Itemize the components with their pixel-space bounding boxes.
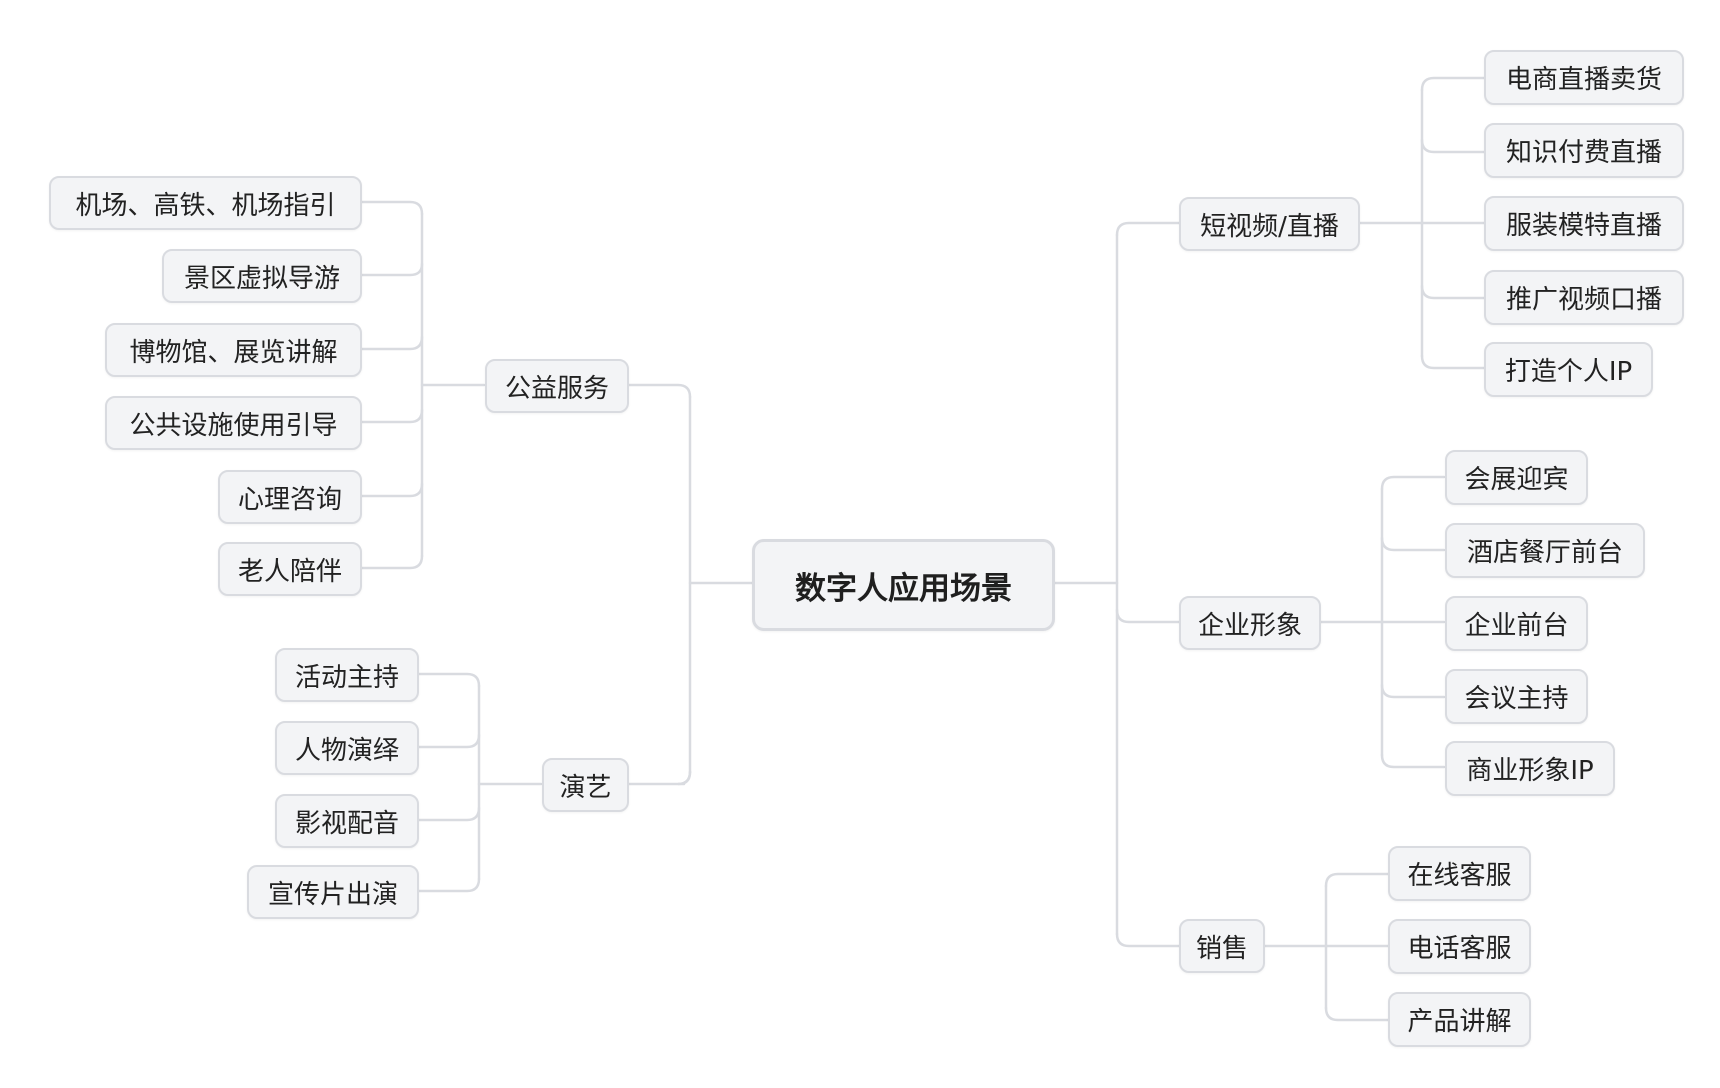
leaf-character-performance[interactable]: 人物演绎 — [275, 721, 419, 775]
leaf-promo-video[interactable]: 宣传片出演 — [247, 865, 419, 919]
leaf-psychological-counseling[interactable]: 心理咨询 — [218, 470, 362, 524]
root-node[interactable]: 数字人应用场景 — [752, 539, 1055, 631]
branch-sales[interactable]: 销售 — [1179, 919, 1265, 973]
leaf-ecommerce-live[interactable]: 电商直播卖货 — [1484, 50, 1684, 105]
leaf-scenic-virtual-guide[interactable]: 景区虚拟导游 — [162, 249, 362, 303]
leaf-online-support[interactable]: 在线客服 — [1388, 846, 1531, 901]
connector-to-enterprise — [1115, 608, 1181, 624]
leaf-museum-exhibition[interactable]: 博物馆、展览讲解 — [105, 323, 362, 377]
leaf-film-dubbing[interactable]: 影视配音 — [275, 794, 419, 848]
leaf-business-ip[interactable]: 商业形象IP — [1445, 741, 1615, 796]
leaf-product-explanation[interactable]: 产品讲解 — [1388, 992, 1531, 1047]
leaf-promo-voiceover[interactable]: 推广视频口播 — [1484, 270, 1684, 325]
connector-to-short-video — [1115, 221, 1181, 237]
branch-performance[interactable]: 演艺 — [542, 758, 629, 812]
leaf-airport-railway-guidance[interactable]: 机场、高铁、机场指引 — [49, 176, 362, 230]
leaf-elderly-companion[interactable]: 老人陪伴 — [218, 542, 362, 596]
connector-to-public-service — [626, 383, 692, 399]
leaf-fashion-model-live[interactable]: 服装模特直播 — [1484, 196, 1684, 251]
branch-public-service[interactable]: 公益服务 — [485, 359, 629, 413]
connector-to-sales — [1115, 932, 1181, 948]
leaf-phone-support[interactable]: 电话客服 — [1388, 919, 1531, 974]
leaf-meeting-host[interactable]: 会议主持 — [1445, 669, 1588, 724]
leaf-enterprise-front-desk[interactable]: 企业前台 — [1445, 596, 1588, 651]
leaf-expo-reception[interactable]: 会展迎宾 — [1445, 450, 1588, 505]
leaf-event-host[interactable]: 活动主持 — [275, 648, 419, 702]
leaf-hotel-restaurant-desk[interactable]: 酒店餐厅前台 — [1445, 523, 1645, 578]
leaf-personal-ip[interactable]: 打造个人IP — [1484, 342, 1653, 397]
branch-short-video-live[interactable]: 短视频/直播 — [1179, 197, 1360, 251]
leaf-paid-knowledge-live[interactable]: 知识付费直播 — [1484, 123, 1684, 178]
branch-enterprise-image[interactable]: 企业形象 — [1179, 596, 1321, 650]
leaf-public-facility-guide[interactable]: 公共设施使用引导 — [105, 396, 362, 450]
